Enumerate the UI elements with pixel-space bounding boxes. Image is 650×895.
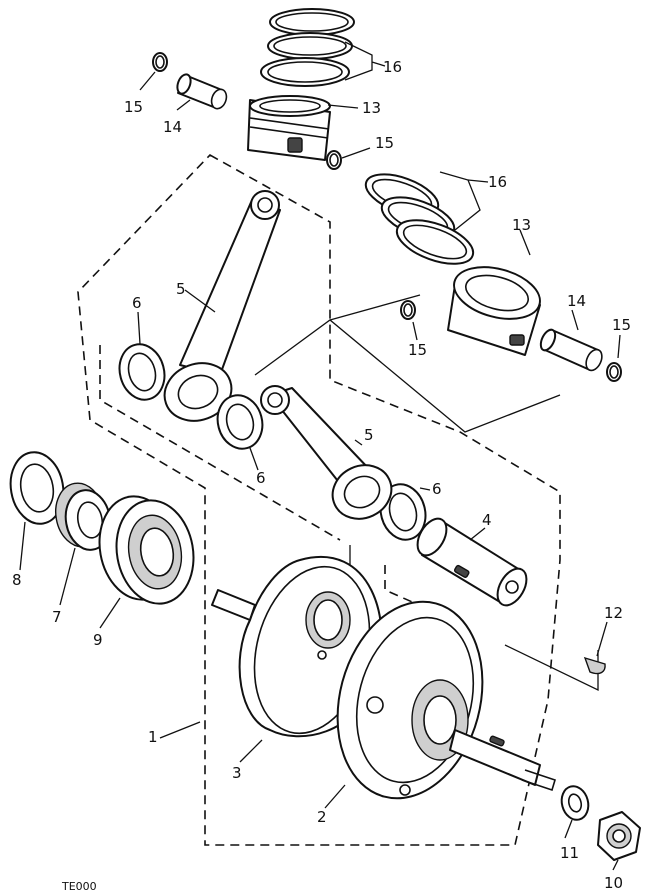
woodruff-key xyxy=(583,656,606,675)
crank-web-front xyxy=(336,600,556,800)
label-13-upper: 13 xyxy=(362,99,381,117)
label-6-middle: 6 xyxy=(256,469,266,487)
label-16-upper: 16 xyxy=(383,58,402,76)
piston-upper xyxy=(247,95,331,161)
piston-rings-lower xyxy=(364,173,475,265)
piston-pin-lower xyxy=(539,328,603,372)
label-16-lower: 16 xyxy=(488,173,507,191)
label-7: 7 xyxy=(52,608,62,626)
label-1: 1 xyxy=(148,728,158,746)
label-12: 12 xyxy=(604,604,623,622)
bearing xyxy=(98,495,195,605)
thrust-washer-lower xyxy=(379,483,427,541)
label-9: 9 xyxy=(93,631,103,649)
label-15-upper-left: 15 xyxy=(124,98,143,116)
label-6-upper: 6 xyxy=(132,294,142,312)
nut xyxy=(597,811,641,861)
connecting-rod-upper xyxy=(163,190,281,422)
label-15-lower-left: 15 xyxy=(408,341,427,359)
leader-lines xyxy=(19,41,621,871)
label-4: 4 xyxy=(482,511,492,529)
washer xyxy=(560,785,590,821)
label-6-lower: 6 xyxy=(432,480,442,498)
connecting-rod-lower xyxy=(260,385,393,520)
label-14-upper: 14 xyxy=(163,118,182,136)
label-5-upper: 5 xyxy=(176,280,186,298)
label-14-lower: 14 xyxy=(567,292,586,310)
label-11: 11 xyxy=(560,844,579,862)
spacer-gear xyxy=(55,482,112,551)
label-15-upper-right: 15 xyxy=(375,134,394,152)
label-5-lower: 5 xyxy=(364,426,374,444)
label-15-lower-right: 15 xyxy=(612,316,631,334)
label-10: 10 xyxy=(604,874,623,892)
footer-code: TE000 xyxy=(61,880,97,893)
piston-lower xyxy=(447,266,541,356)
label-2: 2 xyxy=(317,808,327,826)
label-3: 3 xyxy=(232,764,242,782)
oil-seal xyxy=(9,451,65,525)
thrust-washer-middle xyxy=(216,394,264,450)
piston-rings-upper xyxy=(260,8,355,87)
thrust-washer-upper xyxy=(118,343,166,401)
label-8: 8 xyxy=(12,571,22,589)
label-13-lower: 13 xyxy=(512,216,531,234)
crank-pin xyxy=(416,517,528,607)
callout-labels: 15 14 16 13 15 16 13 14 15 15 5 6 6 5 6 … xyxy=(12,58,631,893)
piston-pin-upper xyxy=(176,73,228,110)
